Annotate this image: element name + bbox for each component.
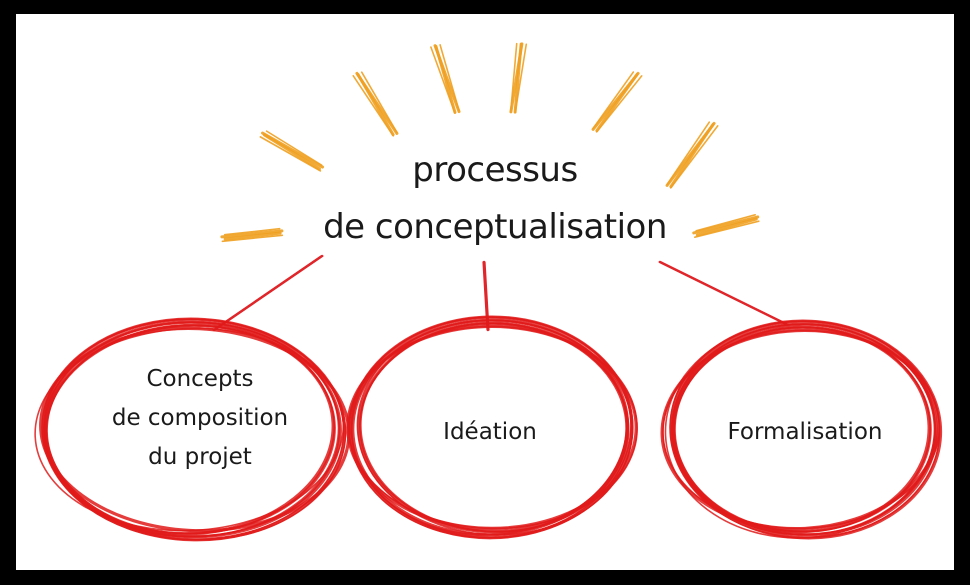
node-ideation-label: Idéation xyxy=(390,418,590,446)
sun-ray xyxy=(352,71,399,137)
node-concepts-line-1: Concepts xyxy=(146,366,254,392)
central-topic-line-2: de conceptualisation xyxy=(323,207,667,247)
sun-ray xyxy=(591,71,643,133)
node-concepts-circle xyxy=(34,317,351,542)
sun-ray xyxy=(220,227,284,243)
sun-rays xyxy=(220,42,760,243)
sun-ray xyxy=(430,44,461,114)
central-topic-line-1: processus xyxy=(412,150,578,190)
node-concepts-line-2: de composition xyxy=(111,405,289,431)
connector-line xyxy=(658,260,788,326)
sun-ray xyxy=(692,213,760,239)
node-concepts-label: Concepts de composition du projet xyxy=(95,360,305,477)
connector-line xyxy=(212,254,324,332)
sun-ray xyxy=(665,121,719,189)
node-formalisation-circle xyxy=(660,319,943,540)
sun-ray xyxy=(509,42,528,114)
node-ideation-circle xyxy=(346,315,638,540)
node-concepts-line-3: du projet xyxy=(148,444,252,470)
node-circles xyxy=(34,315,943,542)
node-formalisation-label: Formalisation xyxy=(690,418,920,446)
node-formalisation-line-1: Formalisation xyxy=(727,419,883,445)
sun-ray xyxy=(259,130,325,172)
node-ideation-line-1: Idéation xyxy=(443,419,537,445)
